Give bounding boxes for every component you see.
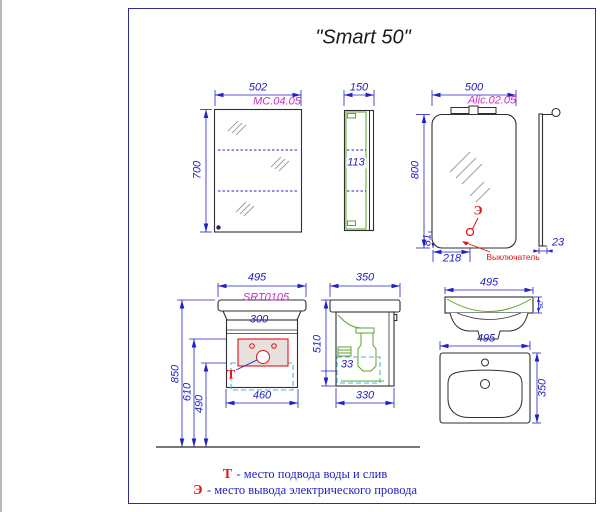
legend-electric-marker: Э [192,483,203,498]
dim-mirror-depth: 23 [551,236,565,249]
dim-shelf-spacing: 113 [346,156,366,169]
legend-water: Т - место подвода воды и слив [150,465,460,483]
fixing-plate [237,338,289,367]
siphon-assembly [337,314,384,382]
dim-switch-offset: 218 [442,252,462,265]
basin-edge-curve [446,298,532,312]
window-edge [0,0,2,512]
washbasin-front-view [444,287,542,340]
dim-drain-height: 490 [193,394,206,414]
dim-basin-front-width: 495 [479,276,499,289]
dim-vanity-body-depth: 330 [355,389,375,402]
legend-electric-text: - место вывода электрического провода [206,483,418,497]
switch-point [465,227,475,237]
dim-basin-top-width: 495 [476,332,496,345]
faucet-hole [481,358,489,367]
dim-mirror-width: 500 [464,81,484,94]
mirror-code: Alic.02.05 [467,94,517,107]
plumbing-zone [230,362,294,391]
dim-vanity-body-width: 460 [252,389,272,402]
mirror-lamp [450,105,497,116]
basin-outline [447,369,523,418]
mirror-front-view [416,90,517,262]
mirror-side-profile [533,107,561,254]
water-leader [235,359,258,371]
dim-switch-height: 81 [421,233,434,247]
door-handle [393,313,398,322]
dim-basin-rim-height: 60 [537,301,545,309]
drain-hole [256,350,270,364]
dim-vanity-side-depth: 350 [355,271,375,284]
overflow-hole [480,379,490,389]
sheet-title: "Smart 50" [315,26,411,49]
lamp-profile [551,107,561,118]
dim-supply-height: 610 [181,382,194,402]
mirror-cabinet-code: MC.04.05 [253,95,301,108]
dim-mirror-cabinet-width: 502 [248,81,268,94]
mirror-cabinet-side-view [343,90,375,232]
vanity-side-view [321,283,401,408]
vanity-code: SRT0105 [242,291,290,304]
mirror-cabinet-front-view [200,90,303,233]
vanity-front-view [156,283,420,448]
water-marker: Т [226,366,236,382]
dim-total-height: 850 [169,364,182,384]
dim-mirror-height: 800 [409,160,422,180]
switch-label: Выключатель [486,252,540,262]
dim-vanity-width: 495 [247,271,267,284]
legend-electric: Э - место вывода электрического провода [150,481,460,499]
switch-leader [463,241,491,253]
dim-inner-offset: 33 [339,358,355,371]
mirror-hatching [227,120,290,217]
legend-water-marker: Т [222,467,233,482]
dim-mirror-cabinet-height: 700 [191,160,204,180]
washbasin-top-view [439,341,541,424]
dim-fixing-width: 300 [249,313,269,326]
electric-marker: Э [473,202,483,218]
mirror-hatching [449,151,491,203]
dim-vanity-side-height: 510 [311,334,324,354]
plumbing-zone-side [336,356,381,384]
door-pivot-dot [216,225,221,230]
dim-basin-top-depth: 350 [536,378,549,398]
cabinet-carcass [345,111,367,230]
dim-mirror-cabinet-depth: 150 [349,81,369,94]
legend-water-text: - место подвода воды и слив [236,467,388,481]
